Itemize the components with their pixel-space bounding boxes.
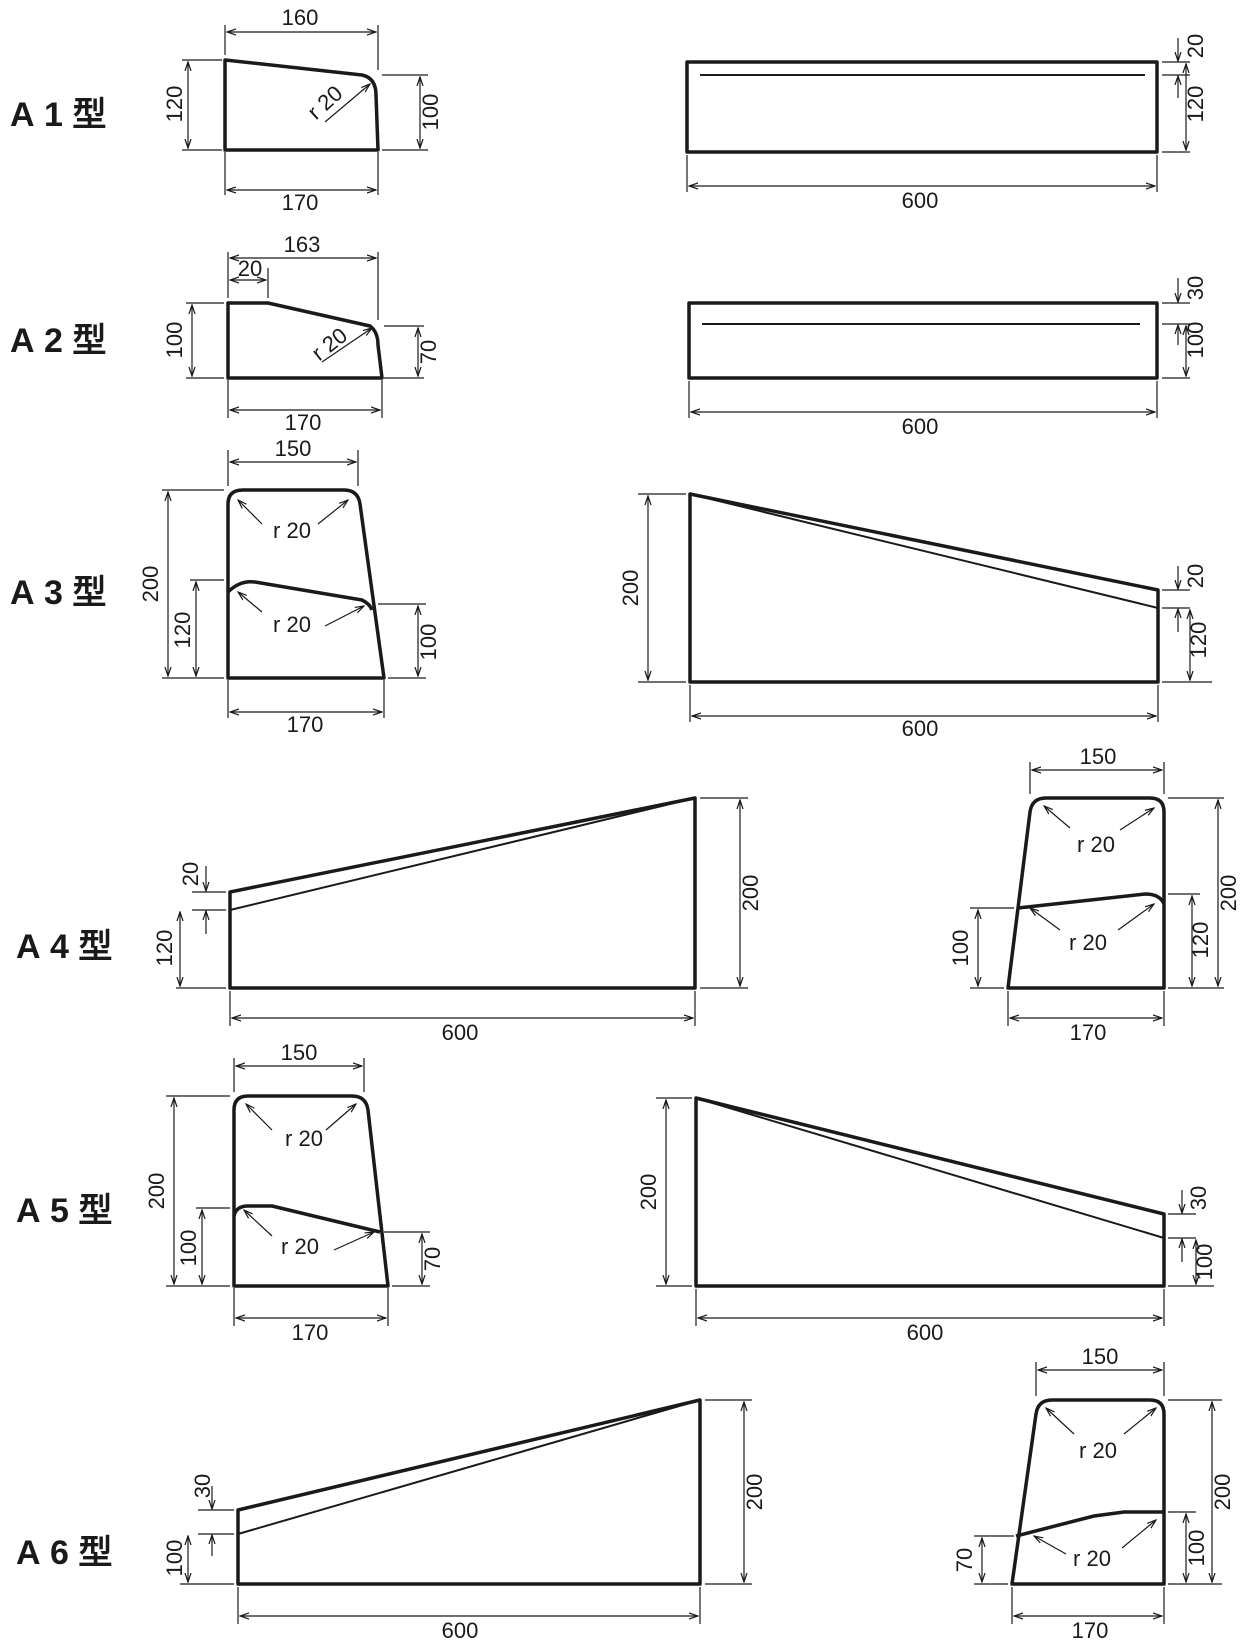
a5-radius-top: r 20 [285,1126,323,1151]
type-label-a6: A 6 型 [16,1534,112,1572]
type-label-a1: A 1 型 [10,96,106,134]
a5-radius-bottom: r 20 [281,1234,319,1259]
a1-radius: r 20 [303,80,348,124]
type-a6: A 6 型 30 100 200 600 150 200 [16,1344,1235,1641]
a5-dim-height: 200 [144,1173,169,1210]
a6-radius-bottom: r 20 [1073,1546,1111,1571]
a3-dim-top: 150 [275,436,312,461]
type-label-a2: A 2 型 [10,322,106,360]
a1-side-step: 20 [1183,34,1208,58]
a4-dim-right-inner: 120 [1188,922,1213,959]
a2-dim-left: 100 [162,322,187,359]
a1-dim-bottom: 170 [282,190,319,215]
a6-radius-top: r 20 [1079,1438,1117,1463]
a1-side-length: 600 [902,188,939,213]
a2-dim-top-step: 20 [238,256,262,281]
a2-dim-bottom: 170 [285,410,322,435]
a5-side-low: 100 [1192,1244,1217,1281]
a4-side-step: 20 [178,862,203,886]
type-label-a3: A 3 型 [10,574,106,612]
a6-side-outline [236,1398,702,1586]
a2-side-outline [687,301,1159,380]
a4-radius-top: r 20 [1077,832,1115,857]
a4-section-outline [1006,796,1166,990]
a3-side-step: 20 [1183,564,1208,588]
type-label-a5: A 5 型 [16,1192,112,1230]
a1-section-outline [223,58,380,152]
a3-dim-bottom: 170 [287,712,324,737]
a5-side-outline [694,1096,1166,1288]
a1-dim-left: 120 [162,86,187,123]
a6-side-length: 600 [442,1618,479,1641]
a5-section-outline [232,1094,390,1288]
a3-radius-top: r 20 [273,518,311,543]
a5-side-length: 600 [907,1320,944,1345]
a1-side-height: 120 [1183,86,1208,123]
a3-section-outline [226,488,386,680]
type-a3: A 3 型 150 200 120 100 r 20 r 20 170 [10,436,1212,741]
type-a4: A 4 型 20 120 200 600 150 200 [16,744,1241,1045]
a6-side-step: 30 [190,1474,215,1498]
a2-side-length: 600 [902,414,939,439]
a4-dim-bottom: 170 [1070,1020,1107,1045]
a6-dim-bottom: 170 [1072,1618,1109,1641]
a4-dim-height: 200 [1216,875,1241,912]
type-a1: A 1 型 160 120 100 r 20 170 20 [10,5,1208,215]
a5-dim-left-inner: 100 [176,1230,201,1267]
a3-dim-right: 100 [416,624,441,661]
a2-section-outline [226,301,384,380]
a2-dim-right: 70 [416,340,441,364]
a3-side-outline [688,492,1160,684]
a6-dim-left: 70 [952,1548,977,1572]
a6-dim-right-inner: 100 [1184,1530,1209,1567]
a4-side-low: 120 [152,930,177,967]
a6-side-height: 200 [742,1474,767,1511]
a6-dim-height: 200 [1210,1474,1235,1511]
a6-side-low: 100 [162,1540,187,1577]
a5-dim-bottom: 170 [292,1320,329,1345]
a1-dim-top: 160 [282,5,319,30]
a3-radius-bottom: r 20 [273,612,311,637]
a4-side-length: 600 [442,1020,479,1045]
a5-side-height: 200 [636,1174,661,1211]
a1-side-outline [685,60,1159,154]
a4-dim-top: 150 [1080,744,1117,769]
a5-dim-top: 150 [281,1040,318,1065]
a3-side-height: 200 [618,570,643,607]
a3-dim-height: 200 [138,566,163,603]
type-a5: A 5 型 150 200 100 70 r 20 r 20 170 [16,1040,1217,1345]
type-a2: A 2 型 163 20 100 70 r 20 170 [10,232,1208,439]
a4-dim-left: 100 [948,930,973,967]
a3-dim-left-inner: 120 [170,612,195,649]
a5-side-step: 30 [1186,1186,1211,1210]
a1-dim-right: 100 [418,94,443,131]
a2-radius: r 20 [307,323,352,366]
a3-side-length: 600 [902,716,939,741]
a4-side-outline [228,796,697,990]
a2-dim-top: 163 [284,232,321,257]
a3-side-low: 120 [1186,622,1211,659]
a6-section-outline [1010,1398,1166,1586]
a4-side-height: 200 [738,875,763,912]
a4-radius-bottom: r 20 [1069,930,1107,955]
a2-side-height: 100 [1183,322,1208,359]
a6-dim-top: 150 [1082,1344,1119,1369]
a2-side-step: 30 [1183,276,1208,300]
type-label-a4: A 4 型 [16,928,112,966]
a5-dim-right: 70 [420,1247,445,1271]
